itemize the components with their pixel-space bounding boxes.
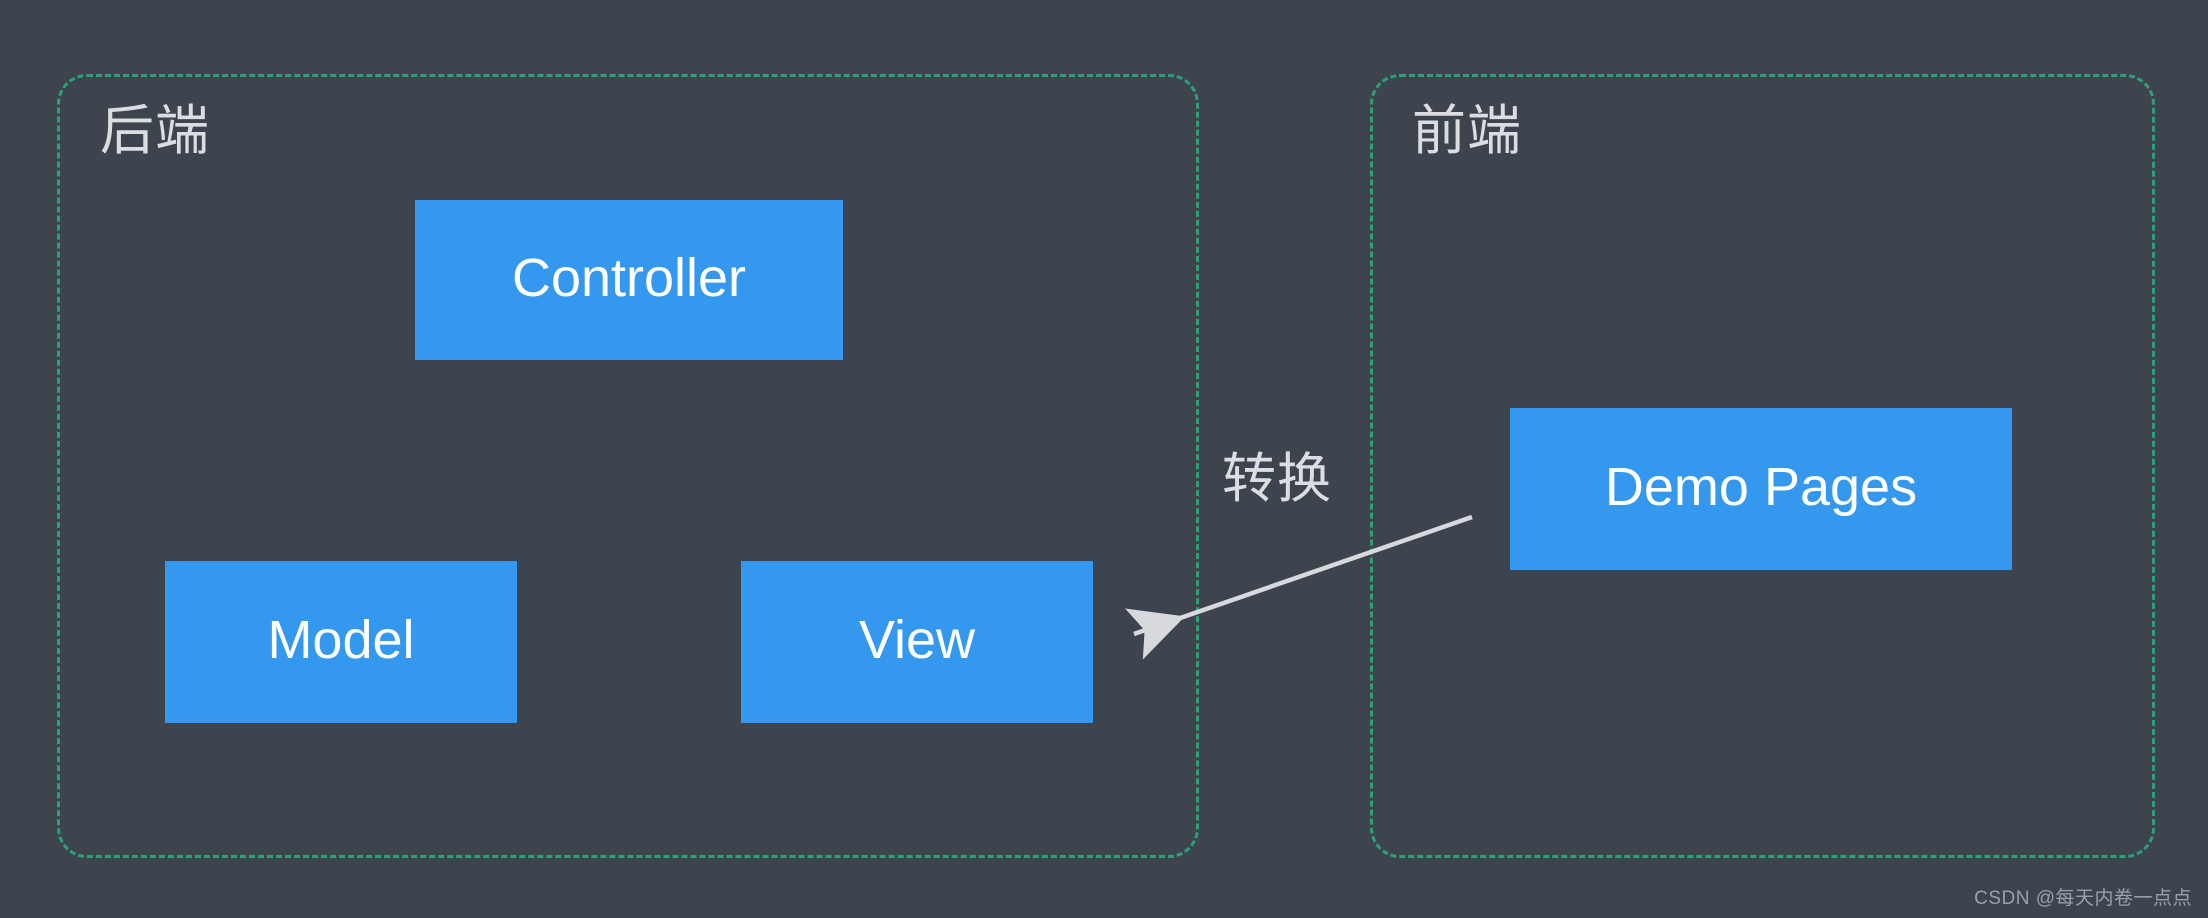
node-view-label: View — [858, 610, 976, 670]
node-model[interactable]: Model — [165, 561, 517, 723]
group-panel-backend — [57, 74, 1199, 858]
node-controller-label: Controller — [511, 248, 747, 308]
node-controller[interactable]: Controller — [415, 200, 843, 360]
connector-label-transform: 转换 — [1222, 449, 1332, 509]
csdn-watermark: CSDN @每天内卷一点点 — [1974, 888, 2192, 909]
node-demo-pages[interactable]: Demo Pages — [1510, 408, 2012, 570]
node-demo-pages-label: Demo Pages — [1604, 457, 1918, 517]
group-panel-frontend-title: 前端 — [1412, 101, 1522, 161]
group-panel-backend-title: 后端 — [100, 101, 210, 161]
node-model-label: Model — [267, 610, 415, 670]
node-view[interactable]: View — [741, 561, 1093, 723]
group-panel-frontend — [1370, 74, 2155, 858]
